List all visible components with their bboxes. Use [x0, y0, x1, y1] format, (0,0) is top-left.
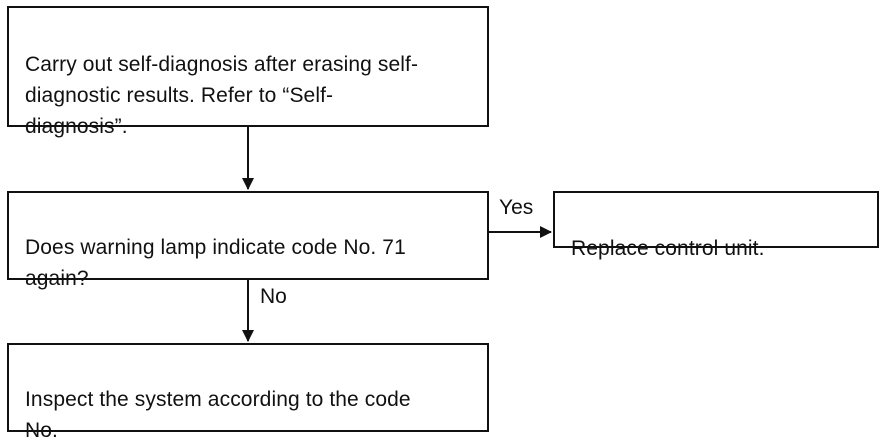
replace-control-unit-box: Replace control unit.: [553, 191, 879, 260]
self-diagnosis-step-text: Carry out self-diagnosis after erasing s…: [25, 53, 419, 138]
replace-control-unit-text: Replace control unit.: [571, 237, 765, 260]
inspect-system-box: Inspect the system according to the code…: [7, 343, 489, 442]
warning-lamp-question-box: Does warning lamp indicate code No. 71 a…: [7, 191, 489, 290]
self-diagnosis-step-box: Carry out self-diagnosis after erasing s…: [7, 6, 489, 138]
inspect-system-text: Inspect the system according to the code…: [25, 388, 411, 442]
yes-branch-label: Yes: [499, 196, 534, 219]
no-branch-label: No: [260, 285, 287, 308]
warning-lamp-question-text: Does warning lamp indicate code No. 71 a…: [25, 236, 406, 290]
